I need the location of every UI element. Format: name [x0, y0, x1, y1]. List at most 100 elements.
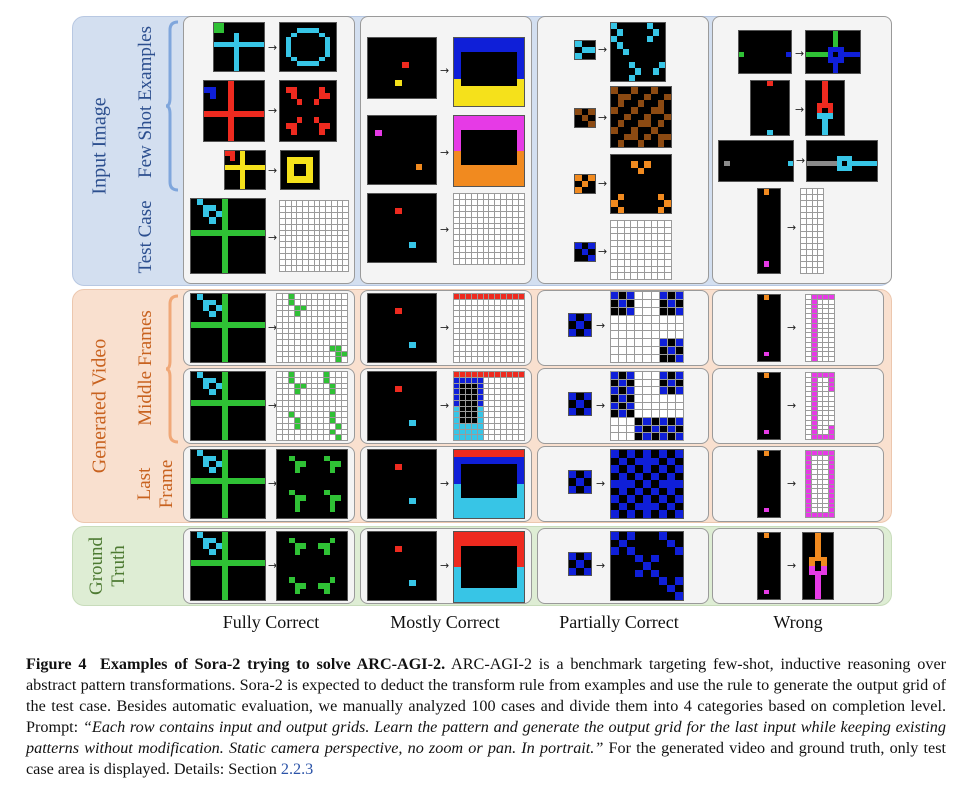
arrow-icon: →: [268, 477, 278, 490]
pc-test-input: [574, 242, 596, 262]
fc-test-input: [190, 198, 266, 274]
arrow-icon: →: [596, 319, 606, 332]
arrow-icon: →: [795, 47, 805, 60]
column-label-partially-correct: Partially Correct: [559, 612, 679, 632]
fc-mid2-output: [276, 371, 348, 441]
wr-last-output: [805, 450, 835, 518]
fc-shot2-input: [203, 80, 265, 142]
fc-shot2-output: [279, 80, 337, 142]
wr-mid1-input: [757, 294, 781, 362]
arrow-icon: →: [440, 399, 450, 412]
pc-mid2-input: [568, 392, 592, 416]
mc-shot1-input: [367, 37, 437, 99]
arrow-icon: →: [787, 321, 797, 334]
panel-wrong-mid2: [712, 368, 884, 444]
pc-shot3-output: [610, 154, 672, 214]
wr-last-input: [757, 450, 781, 518]
mc-mid1-input: [367, 293, 437, 363]
wr-shot1-input: [738, 30, 792, 74]
mc-shot2-input: [367, 115, 437, 185]
arrow-icon: →: [596, 559, 606, 572]
column-label-wrong: Wrong: [773, 612, 823, 632]
label-test-case: Test Case: [135, 200, 156, 274]
arrow-icon: →: [440, 321, 450, 334]
fc-gt-output: [276, 531, 348, 601]
fc-gt-input: [190, 531, 266, 601]
arrow-icon: →: [787, 477, 797, 490]
arrow-icon: →: [787, 399, 797, 412]
wr-shot2-input: [750, 80, 790, 136]
middle-frames-brace: [166, 294, 179, 444]
wr-gt-output: [802, 532, 834, 600]
arrow-icon: →: [268, 231, 278, 244]
caption-text-1: ARC-AGI-2 is a benchmark targeting few-s…: [26, 655, 947, 736]
arrow-icon: →: [268, 559, 278, 572]
pc-last-output: [610, 449, 684, 519]
wr-gt-input: [757, 532, 781, 600]
panel-wrong-mid1: [712, 290, 884, 366]
label-input-image: Input Image: [88, 97, 111, 195]
arrow-icon: →: [598, 245, 608, 258]
mc-mid2-input: [367, 371, 437, 441]
wr-mid1-output: [805, 294, 835, 362]
pc-shot2-input: [574, 108, 596, 128]
mc-last-input: [367, 449, 437, 519]
pc-gt-input: [568, 552, 592, 576]
pc-mid2-output: [610, 371, 684, 441]
arrow-icon: →: [268, 41, 278, 54]
mc-shot2-output: [453, 115, 525, 187]
wr-shot3-input: [718, 140, 794, 182]
mc-shot1-output: [453, 37, 525, 107]
fc-last-input: [190, 449, 266, 519]
fc-shot3-input: [224, 150, 266, 190]
mc-test-output: [453, 193, 525, 265]
arrow-icon: →: [796, 154, 806, 167]
mc-gt-output: [453, 531, 525, 603]
arrow-icon: →: [598, 43, 608, 56]
arrow-icon: →: [598, 177, 608, 190]
caption-title: Examples of Sora-2 trying to solve ARC-A…: [100, 655, 446, 673]
panel-wrong-gt: [712, 528, 884, 604]
pc-shot3-input: [574, 174, 596, 194]
fc-mid2-input: [190, 371, 266, 441]
pc-mid1-input: [568, 313, 592, 337]
mc-mid2-output: [453, 371, 525, 441]
fc-shot1-input: [213, 22, 265, 72]
caption-figure-label: Figure 4: [26, 655, 87, 673]
pc-shot1-output: [610, 22, 666, 82]
arrow-icon: →: [440, 64, 450, 77]
arrow-icon: →: [440, 559, 450, 572]
mc-gt-input: [367, 531, 437, 601]
arrow-icon: →: [440, 223, 450, 236]
wr-shot1-output: [805, 30, 861, 74]
panel-wrong-last: [712, 446, 884, 522]
pc-shot2-output: [610, 86, 672, 148]
fc-mid1-input: [190, 293, 266, 363]
fc-shot1-output: [279, 22, 337, 72]
arrow-icon: →: [598, 111, 608, 124]
wr-mid2-input: [757, 372, 781, 440]
caption-prompt: “Each row contains input and output grid…: [26, 718, 946, 757]
arrow-icon: →: [787, 221, 797, 234]
column-label-fully-correct: Fully Correct: [222, 612, 320, 632]
arrow-icon: →: [268, 399, 278, 412]
mc-test-input: [367, 193, 437, 263]
column-label-mostly-correct: Mostly Correct: [390, 612, 500, 632]
fc-last-output: [276, 449, 348, 519]
label-few-shot-examples: Few Shot Examples: [135, 26, 156, 178]
wr-shot3-output: [806, 140, 878, 182]
arrow-icon: →: [440, 477, 450, 490]
caption-text-2: For the generated video and ground truth…: [26, 739, 946, 778]
pc-last-input: [568, 470, 592, 494]
pc-mid1-output: [610, 291, 684, 363]
wr-test-input: [757, 188, 781, 274]
caption-section-link[interactable]: 2.2.3: [280, 760, 314, 778]
arrow-icon: →: [268, 164, 278, 177]
arrow-icon: →: [787, 559, 797, 572]
few-shot-brace: [166, 20, 179, 192]
mc-last-output: [453, 449, 525, 519]
pc-test-output: [610, 220, 672, 280]
wr-mid2-output: [805, 372, 835, 440]
